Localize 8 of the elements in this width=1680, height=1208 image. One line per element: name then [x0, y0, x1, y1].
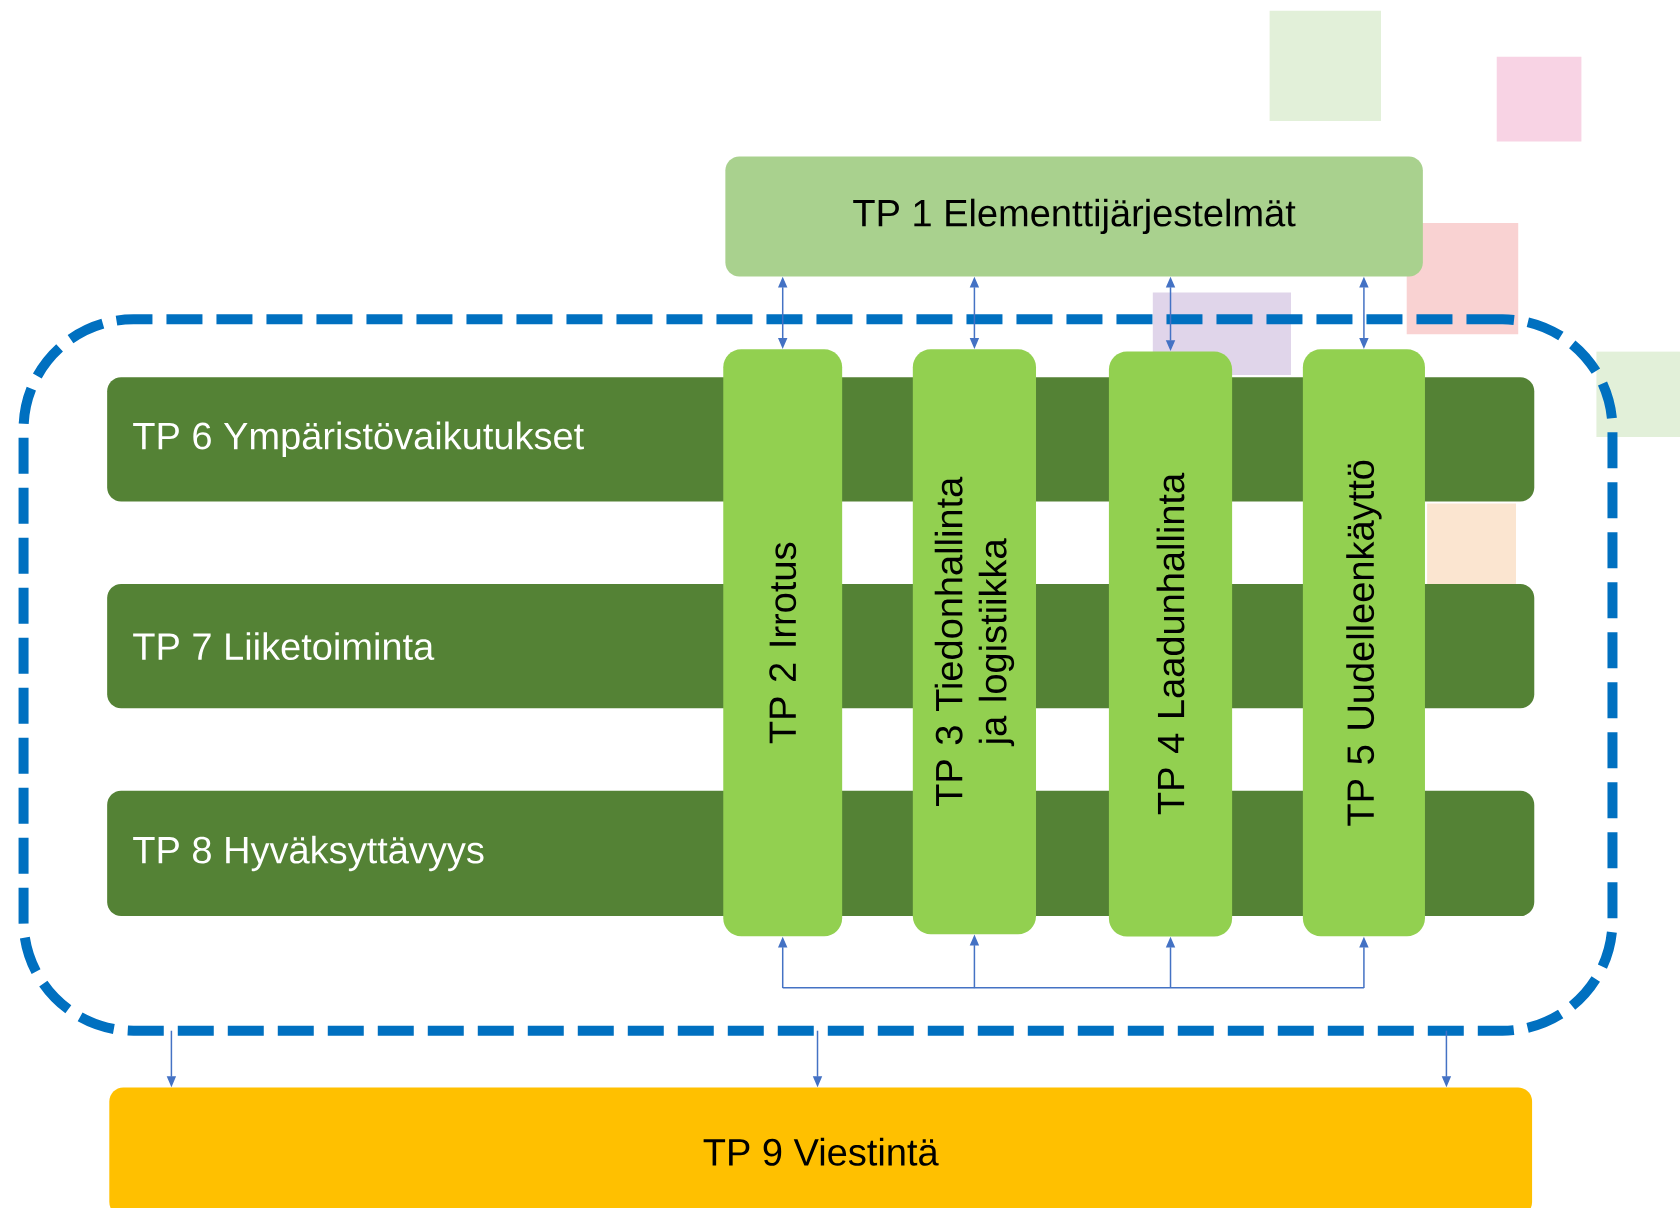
- process-box: TP 5 Uudelleenkäyttö: [1302, 349, 1425, 937]
- connector-line: [781, 987, 1365, 989]
- process-box: TP 9 Viestintä: [109, 1087, 1533, 1208]
- process-box: TP 4 Laadunhallinta: [1108, 351, 1233, 937]
- dashed-boundary: [18, 314, 1618, 1036]
- process-box: TP 2 Irrotus: [723, 349, 843, 937]
- process-box: TP 3 Tiedonhallinta ja logistiikka: [912, 349, 1036, 935]
- process-box: TP 1 Elementtijärjestelmät: [725, 156, 1423, 277]
